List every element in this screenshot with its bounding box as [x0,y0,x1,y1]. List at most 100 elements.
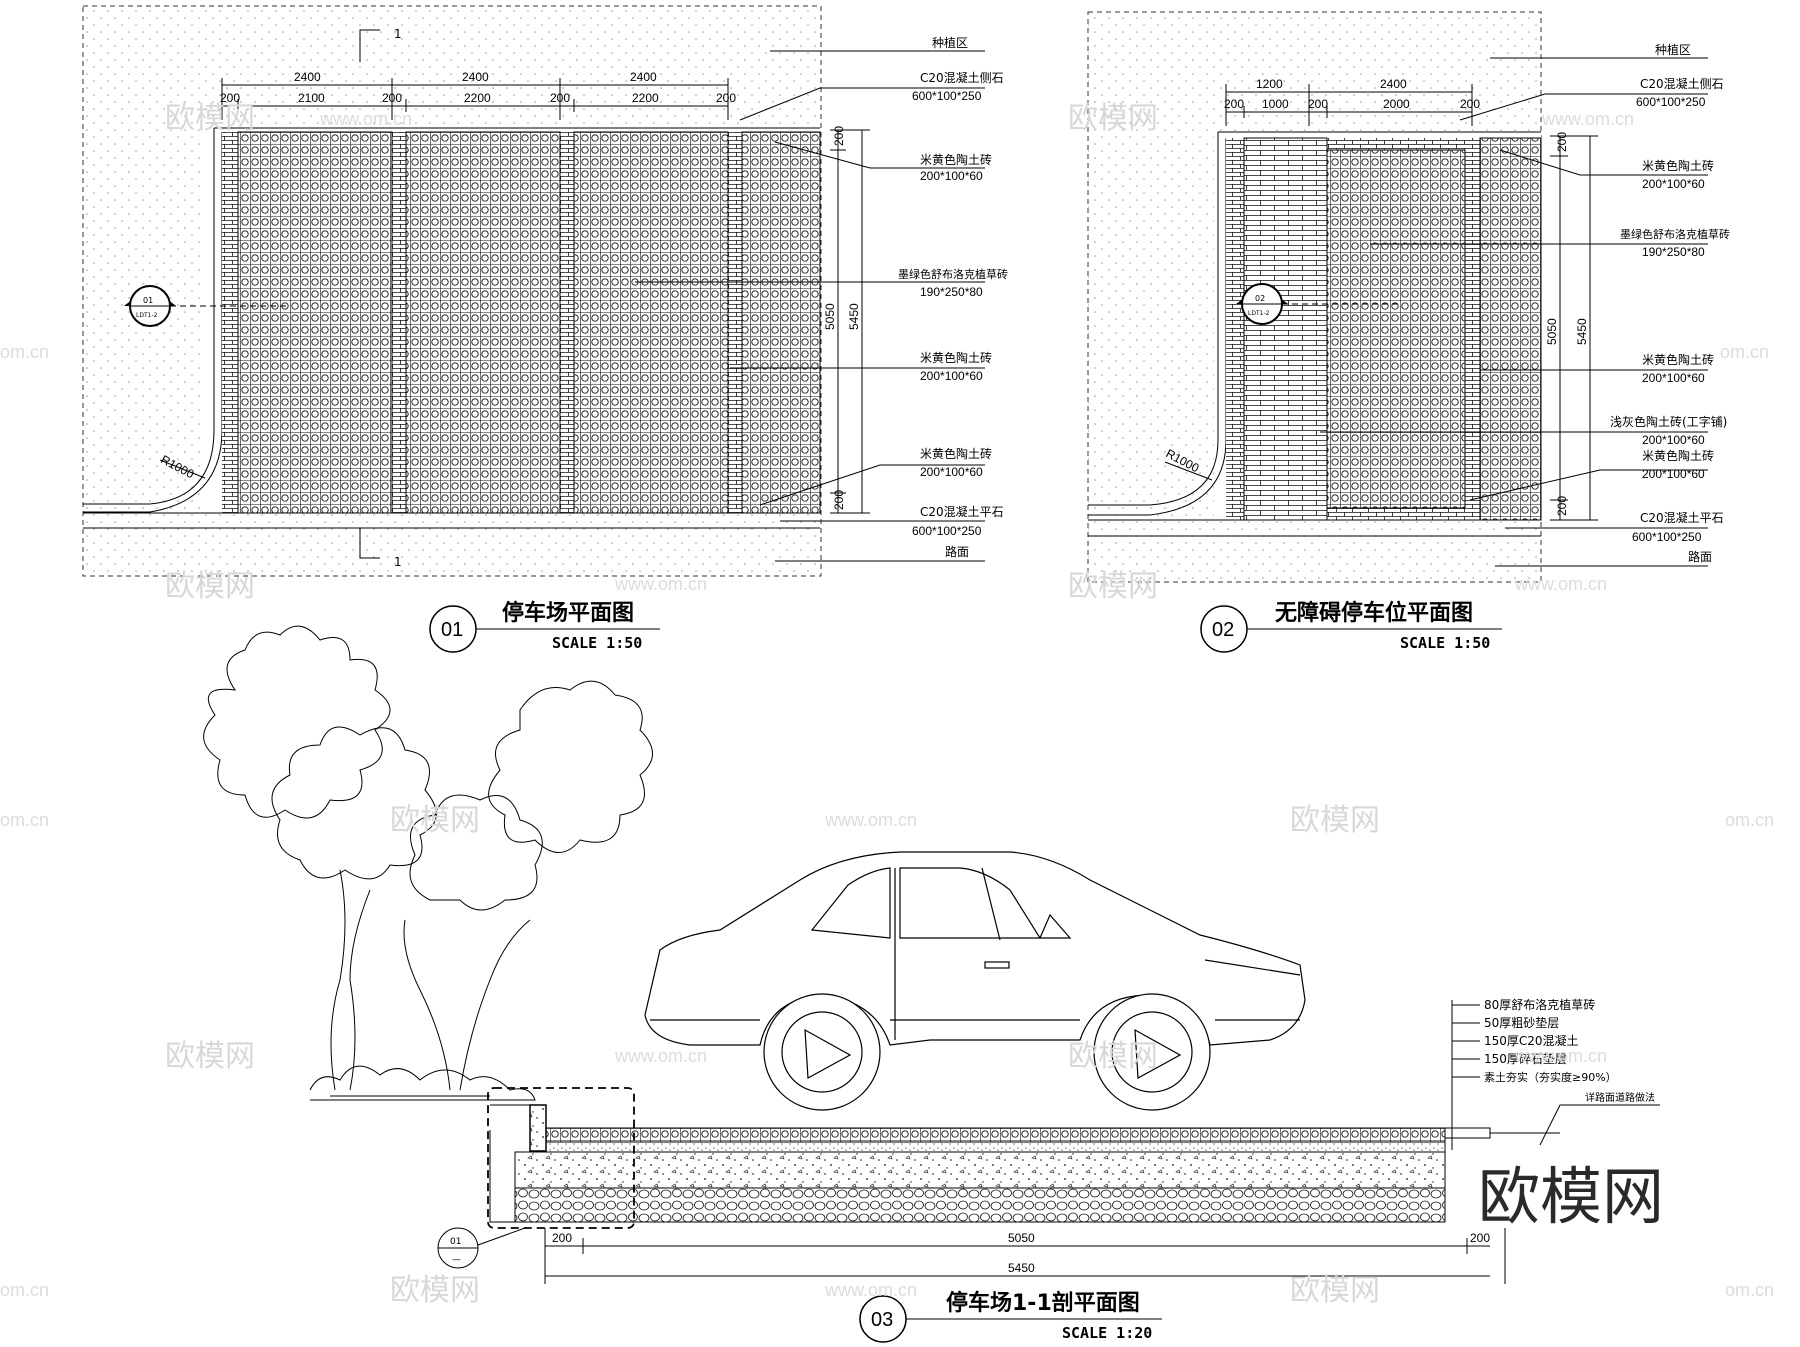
p2-label-8: 路面 [1688,549,1712,564]
top-dim-1: 2400 [294,70,321,84]
p1-label-6-spec: 600*100*250 [912,524,982,538]
p2-label-1-spec: 600*100*250 [1636,95,1706,109]
watermark-url-5: www.om.cn [824,810,917,830]
watermark-3: 欧模网 [165,569,255,604]
watermark-short-5: om.cn [0,1280,49,1300]
layer-label-2: 50厚粗砂垫层 [1484,1015,1559,1030]
watermark-url-8: www.om.cn [824,1280,917,1300]
side-dim-2: 5050 [823,303,837,330]
watermark-short-2: om.cn [1720,342,1769,362]
layer-label-5: 素土夯实（夯实度≥90%） [1484,1070,1617,1084]
watermark-9: 欧模网 [390,1273,480,1308]
p2-side-dim-3: 5450 [1575,318,1589,345]
watermark-5: 欧模网 [390,803,480,838]
plan-02-top-dimensions: 1200 2400 200 1000 200 2000 200 [1224,77,1480,126]
section-mark-top-number: 1 [394,27,402,41]
watermark-short-6: om.cn [1725,1280,1774,1300]
sub-dim-2: 2100 [298,91,325,105]
section-03-title: 停车场1-1剖平面图 [946,1290,1140,1316]
accessible-bay [1326,149,1466,509]
plan-02-next-bay [1479,137,1542,521]
plan-01-ref-number: 01 [143,296,153,305]
plan-02-ref-marker: 02 LDT1-2 [1236,283,1400,325]
p1-label-1: C20混凝土侧石 [920,70,1004,85]
watermark-url-3: www.om.cn [614,574,707,594]
parking-bay-4 [741,131,821,514]
watermark-10: 欧模网 [1290,1273,1380,1308]
plan-02-number: 02 [1212,619,1234,641]
sub-dim-5: 200 [550,91,570,105]
plan-02-curb [1088,131,1541,506]
section-mark-bottom-number: 1 [394,555,402,569]
watermark-6: 欧模网 [1290,803,1380,838]
p1-label-4: 米黄色陶土砖 [920,350,992,365]
sub-dim-4: 2200 [464,91,491,105]
sub-dim-1: 200 [220,91,240,105]
sec-dim-3: 200 [1470,1231,1490,1245]
plan-01-title: 停车场平面图 [502,600,634,626]
plan-02-title-block: 02 无障碍停车位平面图 SCALE 1:50 [1200,600,1502,653]
tree-illustration [203,625,653,1101]
layer-concrete [514,1151,1446,1189]
layer-sand [544,1141,1446,1153]
detail-ref-number: 01 [450,1237,461,1247]
detail-callout-box [487,1087,635,1229]
plan-01-side-dimensions: 200 5050 5450 200 [823,126,870,514]
p1-label-5-spec: 200*100*60 [920,465,983,479]
watermark-url-6: www.om.cn [614,1046,707,1066]
plan-02-ref-number: 02 [1255,294,1265,303]
p2-side-dim-4: 200 [1555,496,1569,516]
plan-01-curb [83,127,820,505]
p1-label-0: 种植区 [932,35,968,50]
watermark-short-1: om.cn [0,342,49,362]
p2-sub-dim-5: 200 [1460,97,1480,111]
p2-label-6: 米黄色陶土砖 [1642,448,1714,463]
p2-label-4: 米黄色陶土砖 [1642,352,1714,367]
watermarks: 欧模网 www.om.cn 欧模网 www.om.cn om.cn om.cn … [0,101,1774,1308]
p1-label-2-spec: 200*100*60 [920,169,983,183]
section-dimensions: 200 5050 200 5450 [544,1228,1506,1284]
watermark-url-7: www.om.cn [1514,1046,1607,1066]
plan-01-number: 01 [441,619,463,641]
p2-label-5-spec: 200*100*60 [1642,433,1705,447]
p2-label-0: 种植区 [1655,42,1691,57]
watermark-8: 欧模网 [1068,1039,1158,1074]
side-dim-1: 200 [832,126,846,146]
watermark-url-1: www.om.cn [319,109,412,129]
watermark-logo-large: 欧模网 [1478,1160,1664,1233]
plan-01-title-block: 01 停车场平面图 SCALE 1:50 [429,600,660,653]
section-mark-top [359,29,380,62]
pavement-section [487,1087,1560,1229]
p2-sub-dim-2: 1000 [1262,97,1289,111]
sub-dim-6: 2200 [632,91,659,105]
plan-02-ref-sheet: LDT1-2 [1248,310,1270,317]
watermark-7: 欧模网 [165,1039,255,1074]
layer-label-1: 80厚舒布洛克植草砖 [1484,997,1595,1012]
watermark-short-4: om.cn [1725,810,1774,830]
plan-01: 1 1 2400 2400 2400 200 2100 200 2200 200… [82,5,1008,653]
plan-02-title: 无障碍停车位平面图 [1275,600,1473,626]
p2-label-3-spec: 190*250*80 [1642,245,1705,259]
road-note: 详路面道路做法 [1585,1091,1655,1104]
section-03-title-block: 03 停车场1-1剖平面图 SCALE 1:20 [859,1290,1162,1343]
p2-label-6-spec: 200*100*60 [1642,467,1705,481]
sec-dim-2: 5050 [1008,1231,1035,1245]
watermark-url-4: www.om.cn [1514,574,1607,594]
edge-curb [529,1104,547,1152]
p1-label-5: 米黄色陶土砖 [920,446,992,461]
watermark-4: 欧模网 [1068,569,1158,604]
side-dim-3: 5450 [847,303,861,330]
watermark-2: 欧模网 [1068,101,1158,136]
sub-dim-3: 200 [382,91,402,105]
parking-bay-1 [237,131,393,514]
parking-bay-2 [405,131,561,514]
plan-01-curb-inner [83,132,223,513]
plan-02-labels: 种植区 C20混凝土侧石 600*100*250 米黄色陶土砖 200*100*… [1320,42,1730,567]
p1-label-6: C20混凝土平石 [920,504,1004,519]
section-03-number: 03 [871,1309,893,1331]
watermark-short-3: om.cn [0,810,49,830]
top-dim-2: 2400 [462,70,489,84]
plan-01-scale: SCALE 1:50 [552,634,642,652]
watermark-1: 欧模网 [165,101,255,136]
